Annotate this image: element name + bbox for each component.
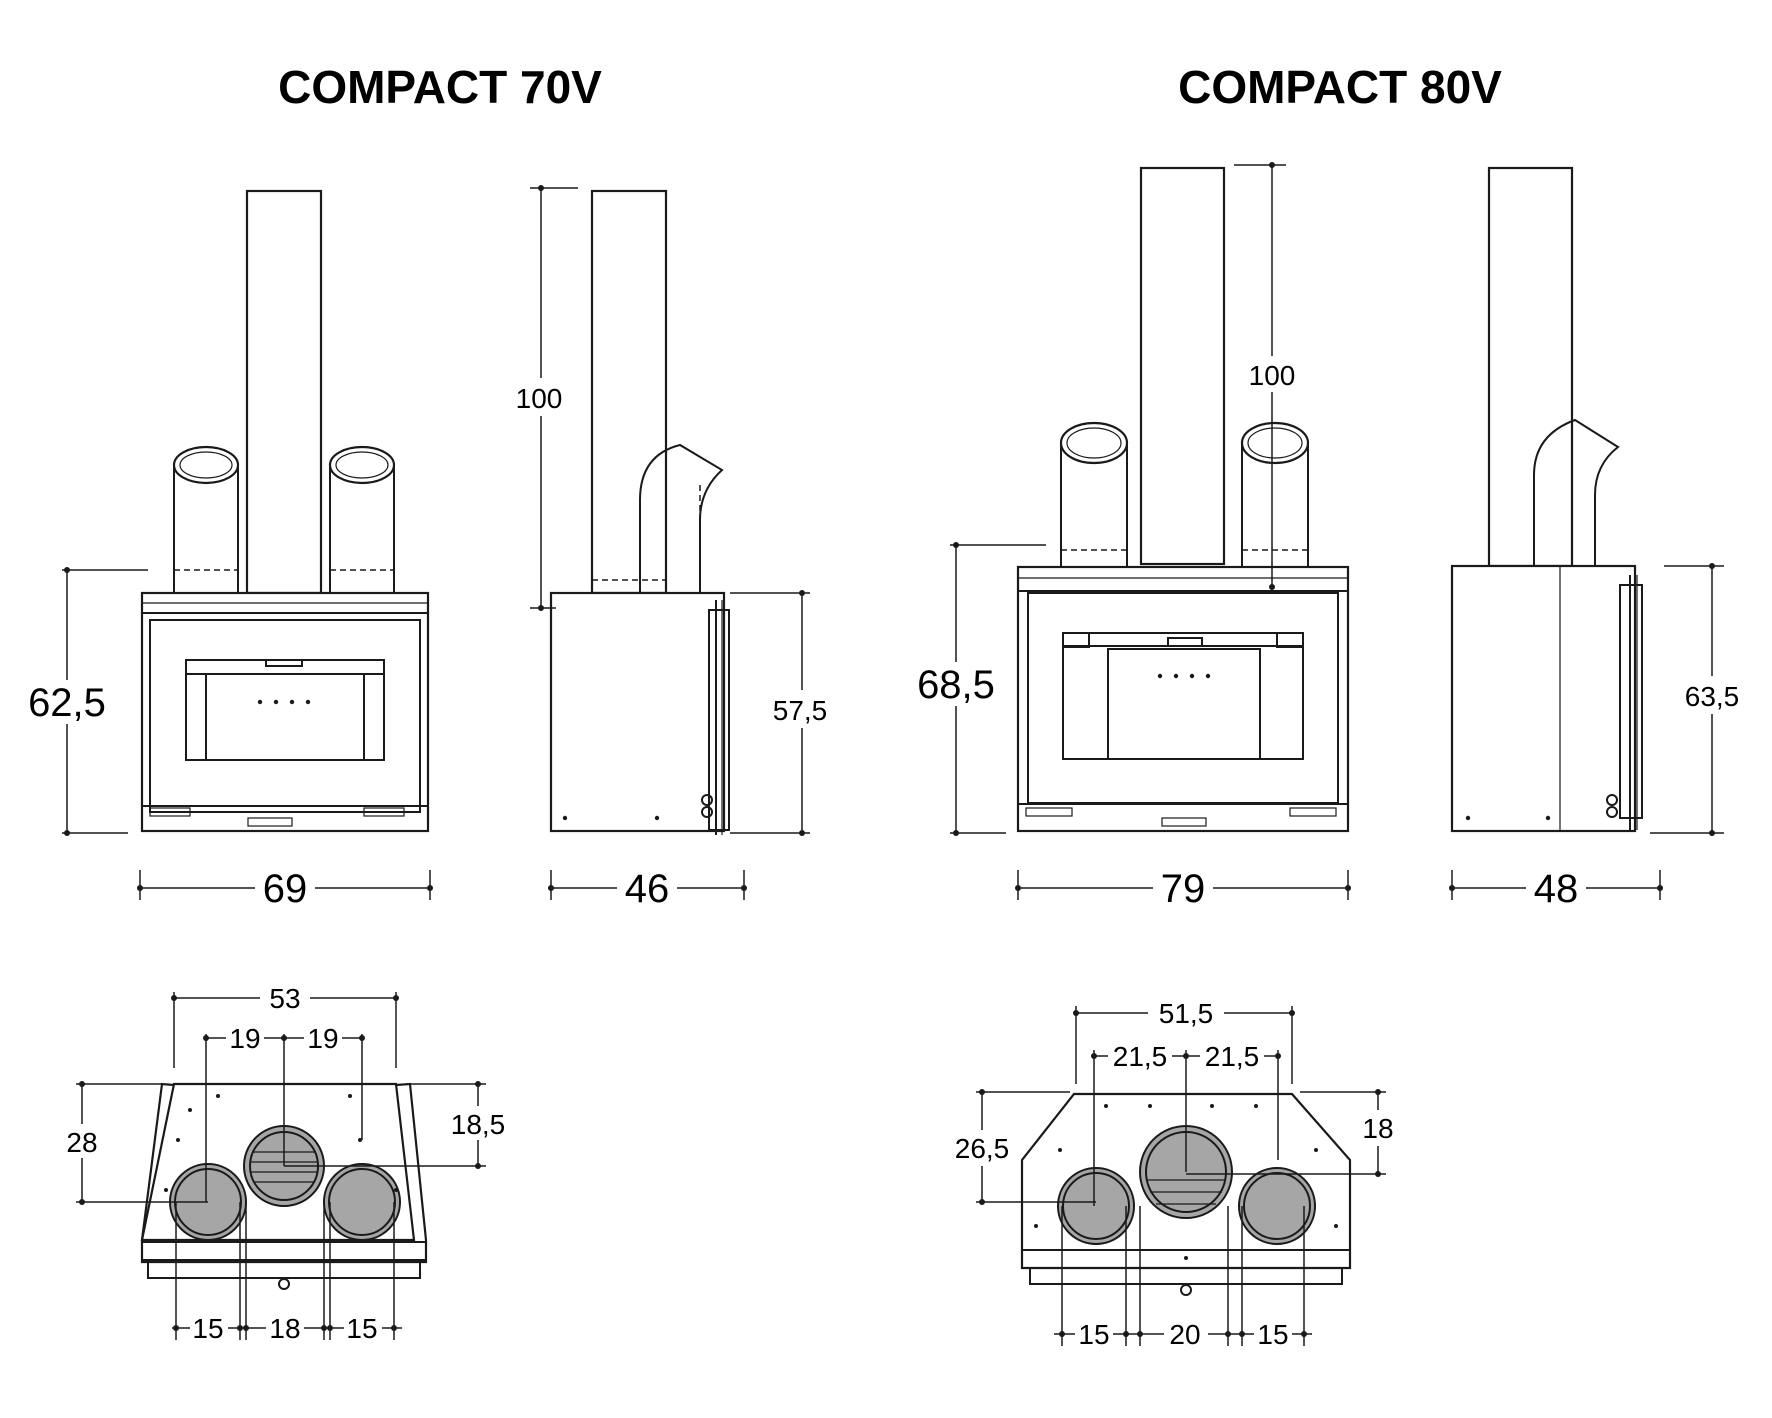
dims-side-80v: 63,5 48 [1449, 563, 1752, 911]
dim-width-70v: 69 [263, 867, 308, 911]
duct-hole-right [323, 1163, 401, 1241]
dim-top-spacing-2-70v: 18 [269, 1313, 300, 1344]
flue-pipe [245, 189, 323, 595]
dim-depth-70v: 46 [625, 867, 670, 911]
dims-front-80v: 68,5 100 79 [908, 162, 1351, 911]
front-view-70v [140, 189, 430, 833]
flue-pipe [590, 189, 668, 595]
dim-height-70v: 62,5 [28, 681, 106, 725]
dim-flue-70v: 100 [516, 383, 563, 414]
dim-top-depth-right-70v: 18,5 [451, 1109, 506, 1140]
stove-body [1016, 565, 1350, 833]
duct-right [329, 464, 395, 594]
dim-top-depth-left-70v: 28 [66, 1127, 97, 1158]
dim-top-spacing-1-70v: 15 [192, 1313, 223, 1344]
dim-top-spacing-3-70v: 15 [346, 1313, 377, 1344]
top-view-80v [1020, 1092, 1352, 1296]
dim-top-offset-right-80v: 21,5 [1205, 1041, 1260, 1072]
duct-hole-right [1238, 1167, 1316, 1245]
dim-height-80v: 68,5 [917, 663, 995, 707]
dim-height-side-80v: 63,5 [1685, 681, 1740, 712]
dim-top-overall-80v: 51,5 [1159, 998, 1214, 1029]
dim-depth-80v: 48 [1534, 867, 1579, 911]
dim-height-side-70v: 57,5 [773, 695, 828, 726]
duct-left [173, 464, 239, 594]
side-view-70v [549, 189, 730, 835]
stove-body [140, 591, 430, 833]
dim-width-80v: 79 [1161, 867, 1206, 911]
stove-side [549, 591, 726, 833]
dim-top-overall-70v: 53 [269, 983, 300, 1014]
dim-flue-80v: 100 [1249, 360, 1296, 391]
dim-top-spacing-2-80v: 20 [1169, 1319, 1200, 1350]
side-view-80v [1450, 166, 1643, 833]
elbow-duct [1533, 418, 1620, 568]
flue-pipe [1139, 166, 1226, 566]
model-title-70v: COMPACT 70V [278, 61, 602, 113]
dims-top-80v: 51,5 21,5 21,5 26,5 18 15 2 [948, 994, 1402, 1352]
front-view-80v [1016, 166, 1350, 833]
stove-side [1450, 564, 1637, 833]
flue-pipe [1487, 166, 1574, 568]
dim-top-offset-left-80v: 21,5 [1113, 1041, 1168, 1072]
dims-top-70v: 53 19 19 28 18,5 15 18 [60, 980, 511, 1344]
dim-top-depth-left-80v: 26,5 [955, 1133, 1010, 1164]
dims-side-70v: 100 57,5 46 [505, 185, 839, 911]
dim-top-spacing-3-80v: 15 [1257, 1319, 1288, 1350]
dims-front-70v: 62,5 69 [20, 567, 433, 911]
dim-top-offset-left-70v: 19 [229, 1023, 260, 1054]
dim-top-spacing-1-80v: 15 [1078, 1319, 1109, 1350]
dim-top-offset-right-70v: 19 [307, 1023, 338, 1054]
elbow-duct [639, 443, 724, 594]
dim-top-depth-right-80v: 18 [1362, 1113, 1393, 1144]
model-title-80v: COMPACT 80V [1178, 61, 1502, 113]
duct-hole-left [1057, 1167, 1135, 1245]
